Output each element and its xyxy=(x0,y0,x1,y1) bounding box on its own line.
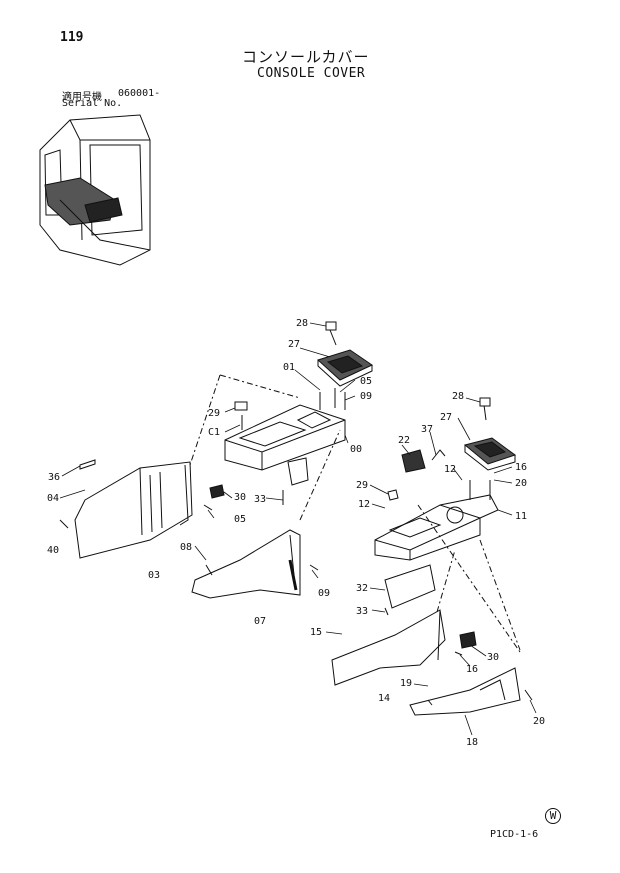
region-mark: W xyxy=(545,808,561,824)
callout-01: 01 xyxy=(283,362,295,373)
title-english: CONSOLE COVER xyxy=(257,66,366,81)
callout-07: 07 xyxy=(254,616,266,627)
callout-15: 15 xyxy=(310,627,322,638)
callout-labels: 28 27 01 05 09 29 C1 00 36 04 30 05 33 4… xyxy=(47,318,545,748)
callout-20b: 20 xyxy=(533,716,545,727)
callout-16b: 16 xyxy=(466,664,478,675)
callout-27: 27 xyxy=(288,339,300,350)
serial-label-english: Serial No. xyxy=(62,98,123,109)
callout-11: 11 xyxy=(515,511,527,522)
callout-33b: 33 xyxy=(356,606,368,617)
page-number: 119 xyxy=(60,30,84,45)
callout-04: 04 xyxy=(47,493,59,504)
callout-12b: 12 xyxy=(358,499,370,510)
serial-range: 060001- xyxy=(118,88,161,99)
serial-label-japanese: 適用号機 xyxy=(62,92,102,103)
callout-27b: 27 xyxy=(440,412,452,423)
callout-29b: 29 xyxy=(356,480,368,491)
cab-thumbnail xyxy=(39,114,151,266)
callout-18: 18 xyxy=(466,737,478,748)
callout-03: 03 xyxy=(148,570,160,581)
callout-37: 37 xyxy=(421,424,433,435)
callout-20: 20 xyxy=(515,478,527,489)
callout-30b: 30 xyxy=(487,652,499,663)
callout-12: 12 xyxy=(444,464,456,475)
leader-lines xyxy=(59,322,537,736)
callout-16: 16 xyxy=(515,462,527,473)
callout-40: 40 xyxy=(47,545,59,556)
right-console-assembly xyxy=(331,397,533,716)
callout-05b: 05 xyxy=(234,514,246,525)
callout-19: 19 xyxy=(400,678,412,689)
callout-36: 36 xyxy=(48,472,60,483)
callout-28b: 28 xyxy=(452,391,464,402)
title-japanese: コンソールカバー xyxy=(242,48,370,66)
callout-09: 09 xyxy=(360,391,372,402)
callout-28: 28 xyxy=(296,318,308,329)
callout-14: 14 xyxy=(378,693,390,704)
callout-c1: C1 xyxy=(208,427,220,438)
left-console-assembly xyxy=(59,321,374,599)
page-code: P1CD-1-6 xyxy=(490,829,539,840)
callout-22: 22 xyxy=(398,435,410,446)
callout-00: 00 xyxy=(350,444,362,455)
callout-32: 32 xyxy=(356,583,368,594)
callout-33: 33 xyxy=(254,494,266,505)
callout-08: 08 xyxy=(180,542,192,553)
callout-29: 29 xyxy=(208,408,220,419)
callout-30: 30 xyxy=(234,492,246,503)
callout-09b: 09 xyxy=(318,588,330,599)
callout-05: 05 xyxy=(360,376,372,387)
